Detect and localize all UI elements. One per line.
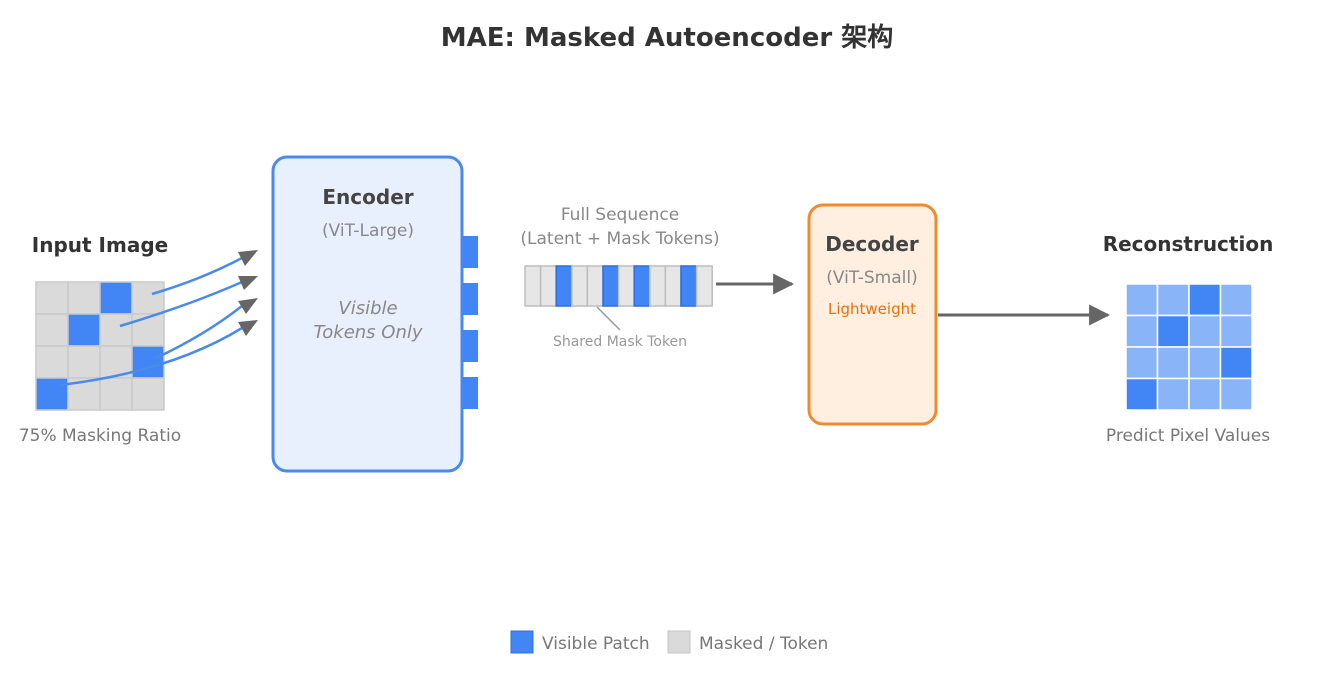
sequence-mask-token bbox=[586, 265, 604, 307]
reconstructed-patch bbox=[1125, 346, 1159, 380]
sequence-latent-token bbox=[555, 265, 573, 307]
reconstructed-patch bbox=[1188, 346, 1222, 380]
curve-arrowhead-2 bbox=[238, 276, 258, 290]
masking-ratio-caption: 75% Masking Ratio bbox=[19, 426, 181, 446]
reconstructed-patch bbox=[1188, 314, 1222, 348]
sequence-latent-token bbox=[680, 265, 698, 307]
mask-token-pointer bbox=[596, 306, 621, 331]
reconstructed-patch bbox=[1125, 314, 1159, 348]
input-image-grid bbox=[35, 281, 165, 411]
curve-arrowhead-1 bbox=[238, 250, 258, 266]
legend-visible-swatch bbox=[510, 630, 534, 654]
reconstructed-patch bbox=[1156, 377, 1190, 411]
input-patch bbox=[67, 313, 101, 347]
decoder-subtitle: (ViT-Small) bbox=[826, 268, 917, 288]
sequence-mask-token bbox=[695, 265, 713, 307]
reconstructed-patch bbox=[1156, 346, 1190, 380]
decoder-box bbox=[807, 203, 938, 426]
sequence-mask-token bbox=[664, 265, 682, 307]
input-patch bbox=[131, 377, 165, 411]
input-to-encoder-arrows bbox=[59, 256, 243, 387]
sequence-mask-token bbox=[649, 265, 667, 307]
encoder-token bbox=[462, 330, 478, 362]
reconstruction-caption: Predict Pixel Values bbox=[1106, 426, 1270, 446]
legend-masked-swatch bbox=[667, 630, 691, 654]
encoder-subtitle: (ViT-Large) bbox=[322, 221, 414, 241]
reconstructed-patch bbox=[1156, 283, 1190, 317]
reconstructed-patch bbox=[1219, 283, 1253, 317]
input-patch bbox=[35, 345, 69, 379]
input-patch bbox=[67, 345, 101, 379]
curve-arrow-3 bbox=[155, 305, 243, 360]
decoder-title: Decoder bbox=[825, 232, 919, 256]
legend-visible-label: Visible Patch bbox=[542, 634, 650, 654]
input-patch bbox=[35, 313, 69, 347]
encoder-token bbox=[462, 283, 478, 315]
sequence-latent-token bbox=[633, 265, 651, 307]
sequence-mask-token bbox=[539, 265, 557, 307]
reconstructed-patch bbox=[1125, 377, 1159, 411]
full-sequence-tokens bbox=[524, 265, 713, 307]
reconstructed-patch bbox=[1219, 346, 1253, 380]
shared-mask-token-label: Shared Mask Token bbox=[553, 334, 687, 350]
encoder-token bbox=[462, 377, 478, 409]
decoder-note: Lightweight bbox=[828, 300, 916, 318]
curve-arrowhead-4 bbox=[238, 320, 258, 336]
curve-arrow-4 bbox=[59, 326, 243, 387]
curve-arrow-1 bbox=[151, 256, 243, 296]
sequence-title-line1: Full Sequence bbox=[561, 205, 679, 225]
reconstructed-patch bbox=[1125, 283, 1159, 317]
curve-arrowhead-3 bbox=[238, 298, 258, 314]
input-patch bbox=[99, 377, 133, 411]
encoder-output-tokens bbox=[462, 236, 478, 409]
input-patch bbox=[99, 313, 133, 347]
reconstructed-patch bbox=[1156, 314, 1190, 348]
input-patch bbox=[35, 281, 69, 315]
input-patch bbox=[131, 345, 165, 379]
input-image-label: Input Image bbox=[32, 233, 168, 257]
reconstructed-patch bbox=[1188, 283, 1222, 317]
reconstructed-patch bbox=[1219, 314, 1253, 348]
encoder-note-line2: Tokens Only bbox=[313, 322, 422, 343]
encoder-note-line1: Visible bbox=[338, 298, 397, 319]
input-patch bbox=[131, 313, 165, 347]
diagram-title: MAE: Masked Autoencoder 架构 bbox=[441, 23, 893, 53]
reconstructed-patch bbox=[1188, 377, 1222, 411]
sequence-latent-token bbox=[602, 265, 620, 307]
sequence-mask-token bbox=[571, 265, 589, 307]
input-patch bbox=[35, 377, 69, 411]
reconstruction-grid bbox=[1125, 283, 1253, 411]
input-patch bbox=[67, 281, 101, 315]
curve-arrow-2 bbox=[119, 280, 243, 328]
legend-masked-label: Masked / Token bbox=[699, 634, 828, 654]
sequence-mask-token bbox=[524, 265, 542, 307]
input-patch bbox=[131, 281, 165, 315]
sequence-title-line2: (Latent + Mask Tokens) bbox=[520, 229, 719, 249]
reconstructed-patch bbox=[1219, 377, 1253, 411]
legend: Visible Patch Masked / Token bbox=[510, 630, 828, 654]
input-patch bbox=[99, 281, 133, 315]
sequence-mask-token bbox=[617, 265, 635, 307]
encoder-title: Encoder bbox=[322, 185, 413, 209]
curve-arrowheads bbox=[238, 250, 258, 336]
encoder-token bbox=[462, 236, 478, 268]
reconstruction-label: Reconstruction bbox=[1103, 232, 1274, 256]
